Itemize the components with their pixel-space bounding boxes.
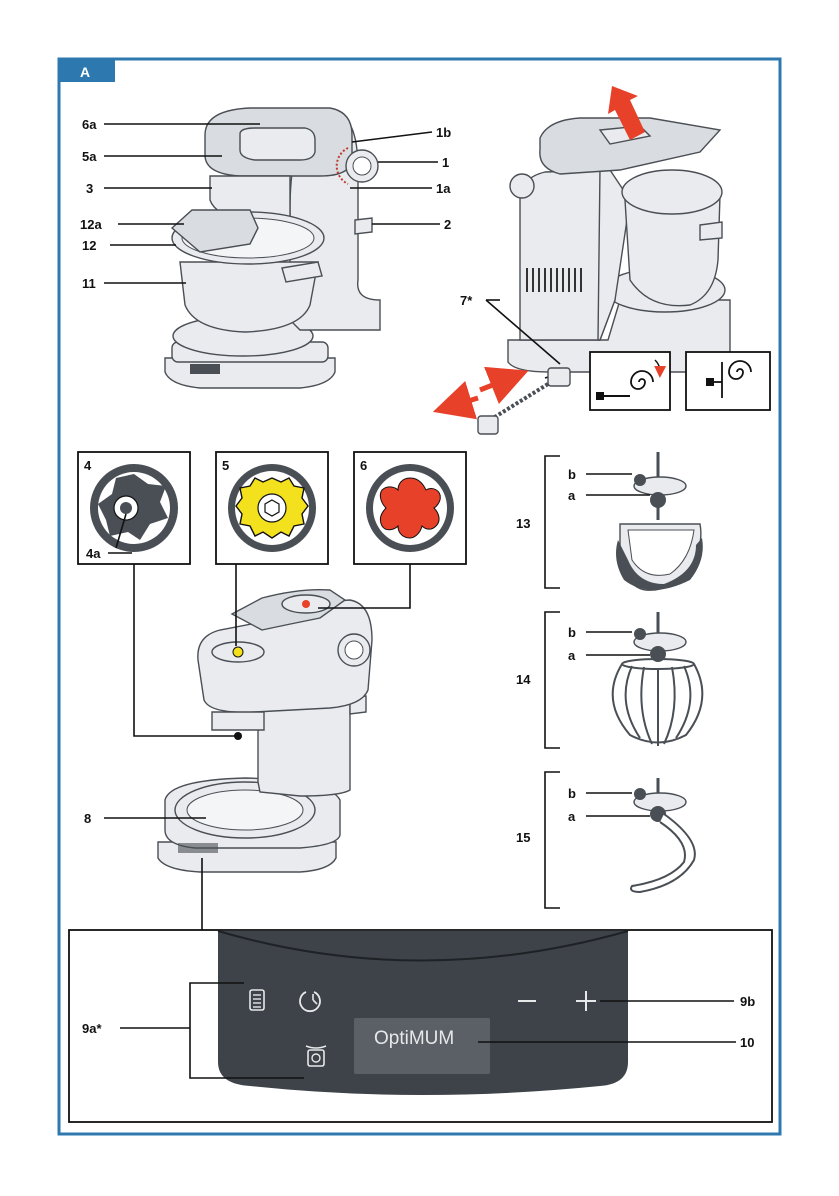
leader-7 bbox=[485, 299, 561, 365]
menu-icon[interactable] bbox=[249, 989, 265, 1011]
badge-a-text: A bbox=[80, 64, 90, 80]
label-13a: a bbox=[568, 488, 576, 503]
attachment-14 bbox=[544, 611, 704, 749]
plus-icon[interactable] bbox=[576, 991, 596, 1011]
label-11: 11 bbox=[82, 276, 96, 291]
label-12: 12 bbox=[82, 238, 96, 253]
label-5a: 5a bbox=[82, 149, 97, 164]
display-text: OptiMUM bbox=[374, 1028, 454, 1049]
label-4: 4 bbox=[84, 458, 92, 473]
label-3: 3 bbox=[86, 181, 93, 196]
mixer-front bbox=[164, 107, 381, 389]
display-screen bbox=[354, 1018, 490, 1074]
leader-4 bbox=[133, 564, 236, 737]
label-7: 7* bbox=[460, 293, 473, 308]
drive-4-box bbox=[77, 451, 191, 565]
label-2: 2 bbox=[444, 217, 451, 232]
attachment-13 bbox=[544, 452, 703, 591]
mixer-rear bbox=[432, 86, 731, 435]
label-1: 1 bbox=[442, 155, 449, 170]
drive-6-box bbox=[353, 451, 467, 565]
label-10: 10 bbox=[740, 1035, 754, 1050]
label-6: 6 bbox=[360, 458, 367, 473]
cord-stored-icon bbox=[685, 351, 771, 411]
label-14: 14 bbox=[516, 672, 531, 687]
leaders-mixer-front bbox=[104, 123, 440, 284]
label-14b: b bbox=[568, 625, 576, 640]
label-4a: 4a bbox=[86, 546, 101, 561]
label-6a: 6a bbox=[82, 117, 97, 132]
label-9a: 9a* bbox=[82, 1021, 102, 1036]
label-15a: a bbox=[568, 809, 576, 824]
label-15b: b bbox=[568, 786, 576, 801]
label-12a: 12a bbox=[80, 217, 102, 232]
attachment-15 bbox=[544, 771, 696, 909]
badge-a bbox=[59, 59, 115, 82]
label-15: 15 bbox=[516, 830, 530, 845]
label-9b: 9b bbox=[740, 994, 755, 1009]
label-5: 5 bbox=[222, 458, 229, 473]
control-panel-detail: OptiMUM 9a* bbox=[68, 929, 773, 1123]
mixer-center bbox=[157, 589, 373, 873]
label-1a: 1a bbox=[436, 181, 451, 196]
drive-5-box bbox=[215, 451, 329, 565]
scale-icon[interactable] bbox=[305, 1045, 327, 1067]
label-8: 8 bbox=[84, 811, 91, 826]
leader-6 bbox=[318, 564, 411, 609]
timer-icon[interactable] bbox=[299, 991, 321, 1012]
label-13: 13 bbox=[516, 516, 530, 531]
label-14a: a bbox=[568, 648, 576, 663]
label-13b: b bbox=[568, 467, 576, 482]
outer-frame bbox=[57, 57, 782, 1136]
cord-wind-icon bbox=[589, 351, 671, 411]
label-1b: 1b bbox=[436, 125, 451, 140]
